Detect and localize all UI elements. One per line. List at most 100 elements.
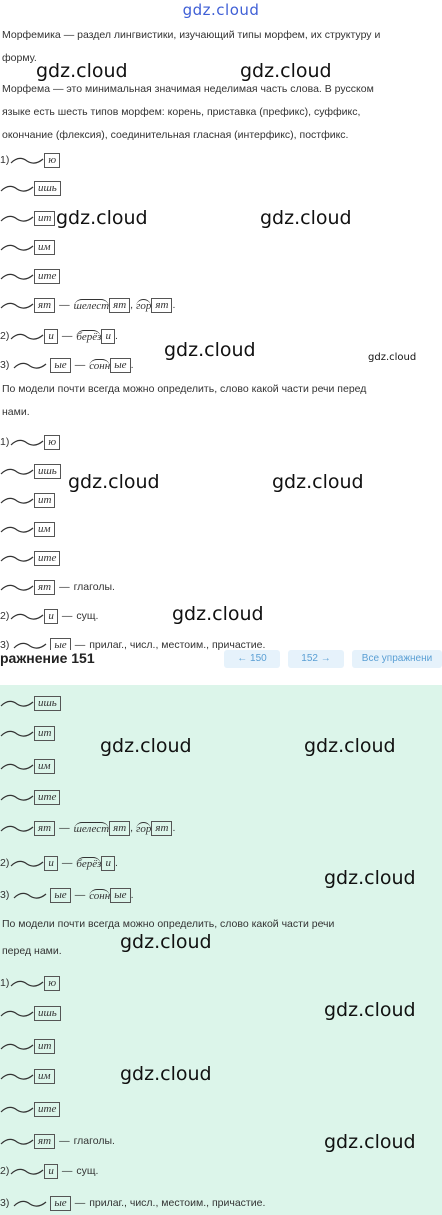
dash: — (61, 857, 73, 869)
root-arc-icon (0, 182, 34, 194)
prev-exercise-button[interactable]: ← 150 (224, 650, 280, 668)
ending-box: ишь (34, 180, 61, 196)
ending-box: ят (151, 820, 173, 836)
ending-box: ите (34, 268, 61, 284)
root-arc-icon (0, 523, 34, 535)
ending-box: ит (34, 210, 56, 226)
model-row-it: ит (0, 208, 56, 228)
ending-box: и (101, 328, 115, 344)
all-exercises-button[interactable]: Все упражнени (352, 650, 442, 668)
answer-row-ish: ишь (0, 461, 61, 481)
answer-text: сущ. (76, 1165, 99, 1177)
root-arc-icon (0, 822, 34, 834)
root-arc-icon (0, 1070, 34, 1082)
ending-box: ю (44, 152, 61, 168)
period: . (114, 857, 118, 869)
period: . (114, 330, 118, 342)
ending-box: ые (50, 1195, 71, 1211)
answer-row-it: ит (0, 490, 56, 510)
question-line-2: перед нами. (2, 945, 62, 957)
model-row-yat-examples: ят — шелест ят , гор ят . (0, 295, 175, 315)
root-arc-icon (0, 697, 34, 709)
root-arc-icon (0, 760, 34, 772)
root-word: гор (136, 298, 152, 312)
answer-row-i: 2) и — сущ. (0, 606, 98, 626)
period: . (172, 822, 176, 834)
watermark: gdz.cloud (164, 339, 256, 361)
answer-row-im: им (0, 519, 55, 539)
answer-row-yat: ят — глаголы. (0, 1131, 115, 1151)
root-word: берёз (76, 329, 102, 343)
question-line-1: По модели почти всегда можно определить,… (2, 383, 367, 395)
ending-box: ят (151, 297, 173, 313)
ending-box: ят (34, 820, 56, 836)
model-row-ite: ите (0, 787, 61, 807)
root-word: сонн (89, 358, 111, 372)
intro-line-4: языке есть шесть типов морфем: корень, п… (2, 106, 361, 118)
root-arc-icon (0, 1040, 34, 1052)
ending-box: им (34, 1068, 55, 1084)
answer-text: глаголы. (73, 581, 115, 593)
ending-box: ят (34, 297, 56, 313)
dash: — (59, 1135, 70, 1147)
watermark: gdz.cloud (304, 735, 396, 757)
answer-text: прилаг., числ., местоим., причастие. (89, 639, 266, 651)
ending-box: им (34, 239, 55, 255)
ending-box: ят (34, 1133, 56, 1149)
model-row-i-example: 2) и — берёз и . (0, 853, 118, 873)
root-word: берёз (76, 856, 102, 870)
next-exercise-button[interactable]: 152 → (288, 650, 344, 668)
watermark: gdz.cloud (120, 1063, 212, 1085)
item-number: 2) (0, 857, 10, 869)
ending-box: ит (34, 492, 56, 508)
watermark: gdz.cloud (56, 207, 148, 229)
answer-row-it: ит (0, 1036, 56, 1056)
root-arc-icon (0, 791, 34, 803)
root-arc-icon (0, 465, 34, 477)
watermark-small: gdz.cloud (368, 352, 417, 363)
root-arc-icon (10, 857, 44, 869)
answer-row-ish: ишь (0, 1003, 61, 1023)
dash: — (61, 330, 73, 342)
model-row-ish: ишь (0, 178, 61, 198)
root-arc-icon (10, 1165, 44, 1177)
ending-box: ите (34, 550, 61, 566)
root-arc-icon (10, 436, 44, 448)
root-arc-icon (10, 610, 44, 622)
intro-line-2: форму. (2, 52, 37, 64)
watermark: gdz.cloud (68, 471, 160, 493)
watermark: gdz.cloud (240, 60, 332, 82)
answer-row-ite: ите (0, 1099, 61, 1119)
bottom-panel: ишь ит им ите ят — шелест ят , гор ят . … (0, 685, 442, 1215)
item-number: 1) (0, 977, 10, 989)
model-row-yat-examples: ят — шелест ят , гор ят . (0, 818, 175, 838)
ending-box: ите (34, 1101, 61, 1117)
answer-row-ite: ите (0, 548, 61, 568)
ending-box: ите (34, 789, 61, 805)
root-word: сонн (89, 888, 111, 902)
root-arc-icon (0, 727, 34, 739)
ending-box: и (44, 608, 58, 624)
root-suffix-arc-icon (10, 639, 50, 651)
dash: — (61, 1165, 73, 1177)
watermark: gdz.cloud (324, 867, 416, 889)
site-logo[interactable]: gdz.cloud (182, 1, 260, 19)
question-line-1: По модели почти всегда можно определить,… (2, 918, 335, 930)
watermark: gdz.cloud (324, 999, 416, 1021)
watermark: gdz.cloud (272, 471, 364, 493)
ending-box: ишь (34, 1005, 61, 1021)
model-row-ye-example: 3) ые — сонн ые . (0, 885, 133, 905)
ending-box: и (101, 855, 115, 871)
comma: , (130, 299, 134, 311)
item-number: 2) (0, 1165, 10, 1177)
ending-box: ит (34, 1038, 56, 1054)
ending-box: ят (34, 579, 56, 595)
question-line-2: нами. (2, 406, 30, 418)
root-word: гор (136, 821, 152, 835)
item-number: 2) (0, 610, 10, 622)
root-arc-icon (0, 270, 34, 282)
model-row-ye-example: 3) ые — сонн ые . (0, 355, 133, 375)
model-row-i-example: 2) и — берёз и . (0, 326, 118, 346)
root-arc-icon (10, 330, 44, 342)
model-row-yu: 1) ю (0, 150, 61, 170)
